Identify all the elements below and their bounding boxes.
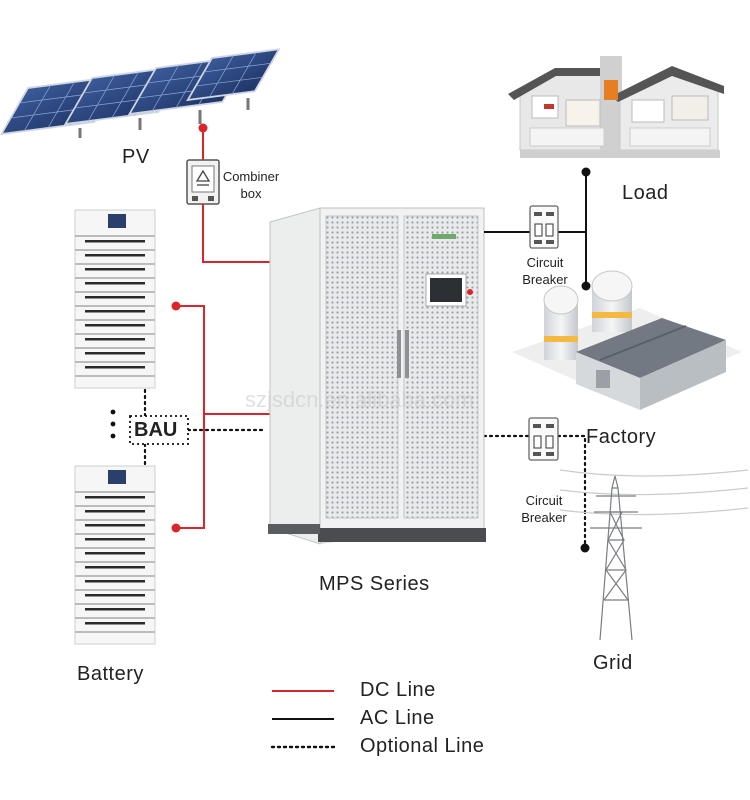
bau-side-dots <box>110 409 116 439</box>
battery-label: Battery <box>77 663 144 685</box>
legend-item-ac: AC Line <box>272 707 532 735</box>
load-label: Load <box>622 182 669 204</box>
watermark: szjsdcn.en.alibaba.com <box>245 387 474 412</box>
grid-label: Grid <box>593 652 633 674</box>
dc-lines <box>176 128 270 529</box>
dc-connection-points <box>171 123 208 533</box>
bau-label: BAU <box>134 419 178 441</box>
circuit-breaker-top-icon <box>529 205 559 249</box>
house-load-icon <box>508 56 724 158</box>
circuit-breaker-bottom-icon <box>528 417 559 461</box>
legend-item-dc: DC Line <box>272 679 532 707</box>
combiner-box-label: Combiner box <box>222 169 280 201</box>
ac-lines <box>484 172 587 286</box>
legend-label-optional: Optional Line <box>360 735 485 757</box>
circuit-breaker-bottom-label: Circuit Breaker <box>521 493 567 525</box>
pv-label: PV <box>122 146 150 168</box>
battery-rack-top-icon <box>74 209 156 389</box>
factory-label: Factory <box>586 426 657 448</box>
combiner-box-icon <box>186 159 220 205</box>
grid-tower-icon <box>559 469 749 641</box>
mps-cabinet-icon <box>268 207 486 545</box>
ac-connection-points <box>580 167 591 553</box>
legend-label-ac: AC Line <box>360 707 435 729</box>
legend-item-optional: Optional Line <box>272 735 532 763</box>
pv-panels-icon <box>0 48 281 138</box>
legend-label-dc: DC Line <box>360 679 436 701</box>
bau-box <box>129 415 189 445</box>
legend-lines <box>270 690 336 749</box>
factory-icon <box>512 270 742 410</box>
circuit-breaker-top-label: Circuit Breaker <box>522 255 568 287</box>
battery-rack-bottom-icon <box>74 465 156 645</box>
mps-series-label: MPS Series <box>319 573 430 595</box>
